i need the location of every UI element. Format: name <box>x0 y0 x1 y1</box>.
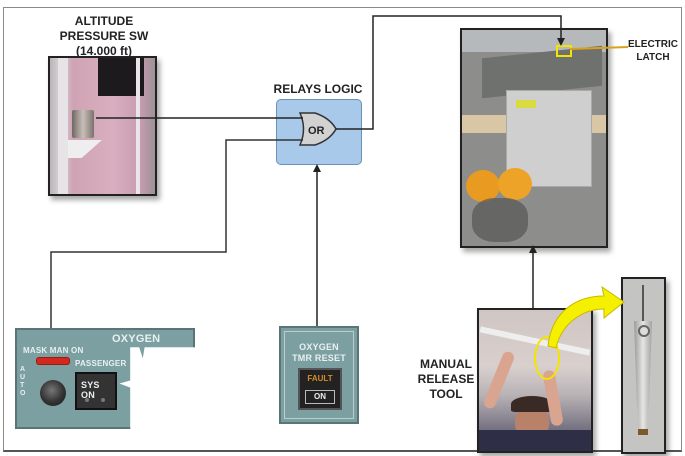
mask-man-on-knob[interactable] <box>40 380 66 406</box>
altitude-switch-label: ALTITUDE PRESSURE SW (14.000 ft) <box>52 14 156 59</box>
overhead-oxygen-box-photo <box>460 28 608 248</box>
wire-or-to-latch <box>336 15 565 130</box>
sys-on-button[interactable]: SYS ON <box>75 372 117 410</box>
wire-oxygen-panel-to-or <box>50 139 303 328</box>
passenger-label: PASSENGER <box>75 359 127 368</box>
fault-label: FAULT <box>307 374 333 383</box>
manual-release-tool-label-line1: MANUAL <box>420 357 472 371</box>
electric-latch-label: ELECTRIC LATCH <box>625 38 681 64</box>
release-tool-photo <box>621 277 666 454</box>
auto-label: AUTO <box>20 366 26 397</box>
on-label: ON <box>305 390 335 404</box>
electric-latch-label-line1: ELECTRIC <box>628 39 678 50</box>
electric-latch-highlight <box>556 45 572 57</box>
mask-man-on-label: MASK MAN ON <box>23 346 84 355</box>
sys-on-label: SYS ON <box>81 380 100 400</box>
electric-latch-leader <box>569 46 629 50</box>
manual-release-tool-label: MANUAL RELEASE TOOL <box>414 357 478 402</box>
release-point-highlight <box>534 336 560 380</box>
altitude-switch-photo <box>48 56 157 196</box>
tmr-panel-title-line1: OXYGEN <box>299 342 339 352</box>
manual-release-photo <box>477 308 593 453</box>
altitude-switch-label-line1: ALTITUDE <box>74 14 134 28</box>
altitude-switch-label-line3: (14.000 ft) <box>75 44 133 58</box>
oxygen-tmr-reset-panel: OXYGEN TMR RESET FAULT ON <box>279 326 359 424</box>
tmr-reset-button[interactable]: FAULT ON <box>298 368 342 410</box>
or-gate <box>298 112 337 146</box>
relays-logic-label: RELAYS LOGIC <box>273 82 363 96</box>
tmr-panel-title-line2: TMR RESET <box>292 353 346 363</box>
altitude-switch-label-line2: PRESSURE SW <box>59 29 149 43</box>
manual-release-tool-label-line2: RELEASE <box>417 372 475 386</box>
tool-highlight-arrow <box>547 285 625 349</box>
oxygen-panel-title: OXYGEN <box>112 333 161 345</box>
electric-latch-label-line2: LATCH <box>636 52 670 63</box>
mask-man-on-guard[interactable] <box>37 358 69 364</box>
or-gate-label: OR <box>308 125 325 137</box>
manual-release-tool-label-line3: TOOL <box>429 387 463 401</box>
